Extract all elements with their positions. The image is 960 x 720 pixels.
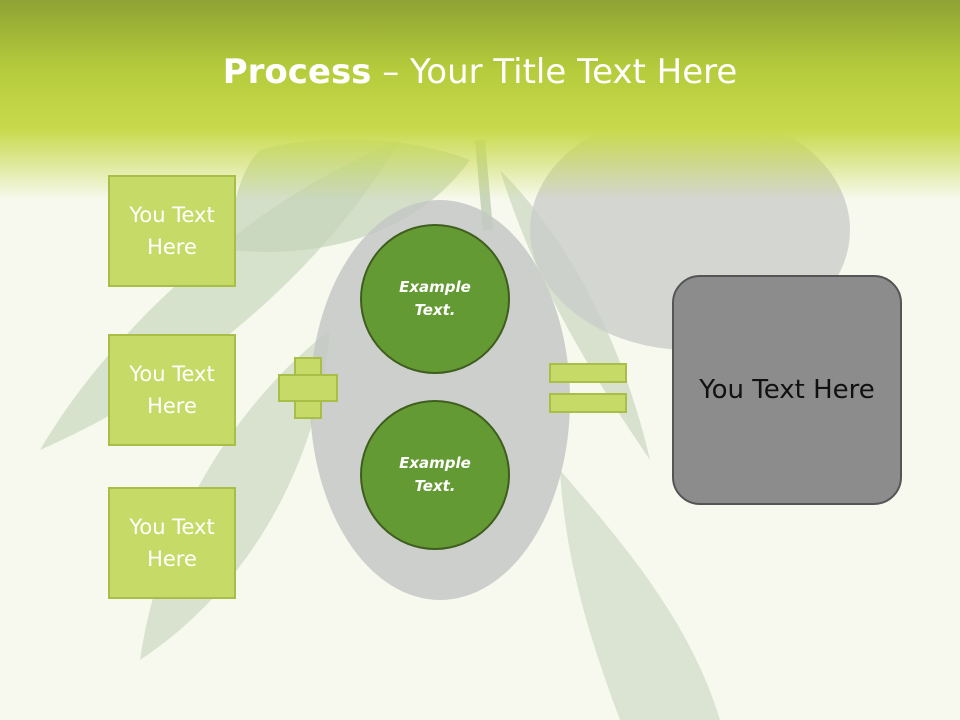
equals-icon-bottom-bar: [549, 393, 627, 413]
title-band: [0, 0, 960, 200]
result-box[interactable]: You Text Here: [672, 275, 902, 505]
result-box-label: You Text Here: [699, 375, 875, 405]
equals-icon-top-bar: [549, 363, 627, 383]
left-text-box-label: You Text Here: [129, 203, 215, 259]
left-text-box-label: You Text Here: [129, 515, 215, 571]
example-circle-label: Example Text.: [399, 278, 471, 319]
slide-title: Process – Your Title Text Here: [0, 52, 960, 92]
example-circle-1[interactable]: Example Text.: [360, 224, 510, 374]
example-circle-label: Example Text.: [399, 454, 471, 495]
title-bold-part: Process: [222, 52, 372, 92]
left-text-box-1[interactable]: You Text Here: [108, 175, 236, 287]
example-circle-2[interactable]: Example Text.: [360, 400, 510, 550]
left-text-box-label: You Text Here: [129, 362, 215, 418]
plus-icon-center: [296, 376, 320, 400]
title-rest-part: – Your Title Text Here: [371, 52, 738, 92]
left-text-box-2[interactable]: You Text Here: [108, 334, 236, 446]
left-text-box-3[interactable]: You Text Here: [108, 487, 236, 599]
